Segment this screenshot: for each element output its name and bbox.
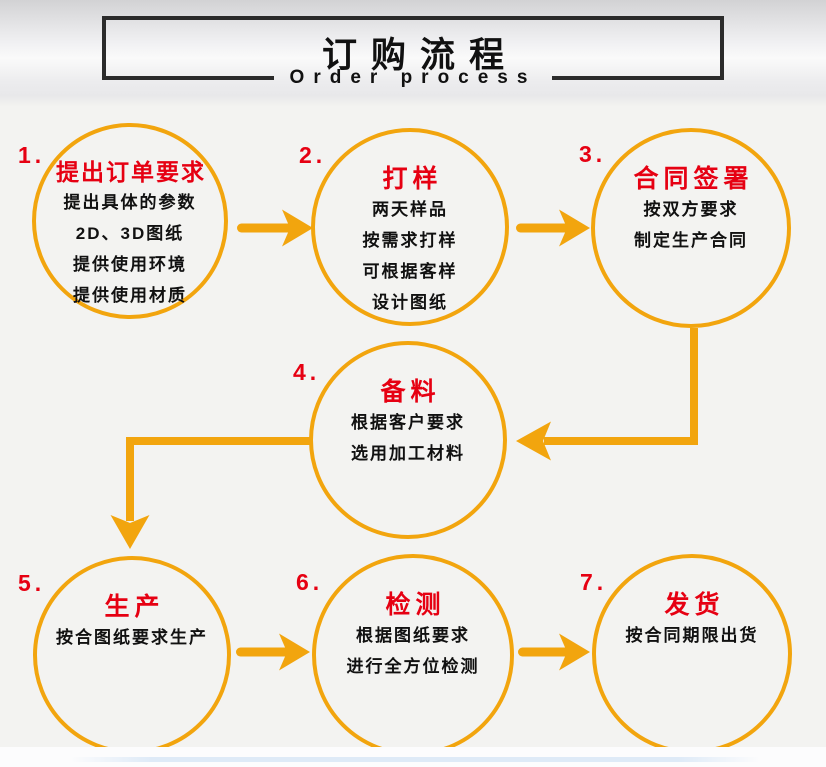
step-detail: 制定生产合同 (634, 231, 748, 250)
bottom-strip (0, 747, 826, 767)
subtitle-left-line (102, 76, 274, 80)
arrow-step1-to-step2 (237, 209, 313, 247)
step-detail: 按合图纸要求生产 (56, 628, 208, 647)
step-title: 备料 (380, 378, 441, 406)
arrow-step2-to-step3 (516, 209, 590, 247)
step-detail: 提供使用材质 (73, 286, 187, 305)
page-subtitle: Order process (289, 67, 537, 88)
bottom-divider-line (70, 757, 760, 762)
step-title: 发货 (664, 591, 725, 619)
step-title: 提出订单要求 (56, 159, 206, 185)
step-circle-5: 生产 按合图纸要求生产 (33, 556, 231, 754)
step-detail: 按双方要求 (643, 200, 739, 219)
subtitle-right-line (552, 76, 724, 80)
step-number-5: 5. (18, 570, 46, 596)
arrow-step6-to-step7 (518, 633, 590, 671)
step-detail: 设计图纸 (372, 293, 448, 312)
step-detail: 根据图纸要求 (356, 626, 470, 645)
title-box: 订购流程 Order process (102, 16, 724, 88)
step-number-4: 4. (293, 359, 321, 385)
subtitle-row: Order process (102, 65, 724, 91)
header-gradient-band: 订购流程 Order process (0, 0, 826, 106)
step-circle-4: 备料 根据客户要求 选用加工材料 (309, 341, 507, 539)
step-detail: 按需求打样 (362, 231, 458, 250)
step-detail: 可根据客样 (362, 262, 458, 281)
step-detail: 两天样品 (372, 200, 448, 219)
step-circle-3: 合同签署 按双方要求 制定生产合同 (591, 128, 791, 328)
step-detail: 按合同期限出货 (625, 626, 759, 645)
step-detail: 进行全方位检测 (346, 657, 480, 676)
arrow-step5-to-step6 (236, 633, 310, 671)
step-circle-7: 发货 按合同期限出货 (592, 554, 792, 754)
step-detail: 提出具体的参数 (63, 193, 197, 212)
step-number-7: 7. (580, 569, 608, 595)
step-title: 检测 (385, 591, 446, 619)
step-circle-2: 打样 两天样品 按需求打样 可根据客样 设计图纸 (311, 128, 509, 326)
connector-step4-to-step5 (110, 437, 310, 549)
step-number-1: 1. (18, 142, 46, 168)
step-circle-6: 检测 根据图纸要求 进行全方位检测 (312, 554, 514, 756)
step-number-2: 2. (299, 142, 327, 168)
step-detail: 2D、3D图纸 (75, 224, 185, 243)
step-title: 合同签署 (633, 165, 754, 193)
step-circle-1: 提出订单要求 提出具体的参数 2D、3D图纸 提供使用环境 提供使用材质 (32, 123, 228, 319)
step-detail: 根据客户要求 (351, 413, 465, 432)
step-number-3: 3. (579, 141, 607, 167)
connector-step3-to-step4 (516, 328, 698, 461)
step-number-6: 6. (296, 569, 324, 595)
step-title: 打样 (382, 165, 443, 193)
step-detail: 提供使用环境 (73, 255, 187, 274)
page-title: 订购流程 (321, 36, 518, 75)
step-title: 生产 (104, 593, 165, 621)
step-detail: 选用加工材料 (351, 444, 465, 463)
